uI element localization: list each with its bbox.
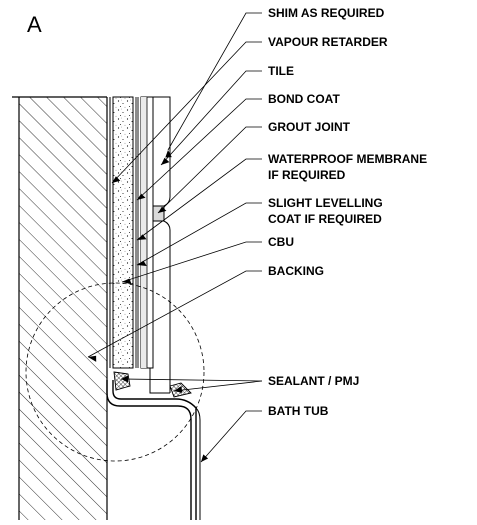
label-waterproof-membrane-line1: WATERPROOF MEMBRANE (268, 152, 427, 166)
label-cbu: CBU (268, 235, 294, 249)
label-levelling-coat-line1: SLIGHT LEVELLING (268, 196, 383, 210)
label-bath-tub: BATH TUB (268, 404, 329, 418)
cbu-layer (112, 96, 134, 369)
label-tile: TILE (268, 64, 294, 78)
label-bond-coat: BOND COAT (268, 92, 340, 106)
label-vapour-retarder: VAPOUR RETARDER (268, 35, 388, 49)
wall-layers (109, 96, 154, 369)
label-waterproof-membrane-line2: IF REQUIRED (268, 168, 346, 182)
backing-wall (12, 96, 108, 520)
label-group: SHIM AS REQUIRED VAPOUR RETARDER TILE BO… (268, 6, 427, 418)
label-levelling-coat-line2: COAT IF REQUIRED (268, 212, 382, 226)
tile-face (149, 96, 171, 394)
bath-tub-shape (106, 380, 201, 520)
leader-lines (87, 12, 263, 463)
label-backing: BACKING (268, 264, 324, 278)
label-shim: SHIM AS REQUIRED (268, 6, 385, 20)
label-sealant: SEALANT / PMJ (268, 374, 359, 388)
leader-arrows (88, 150, 209, 462)
label-grout-joint: GROUT JOINT (268, 120, 351, 134)
detail-circle (25, 282, 205, 462)
figure-letter: A (27, 12, 42, 37)
